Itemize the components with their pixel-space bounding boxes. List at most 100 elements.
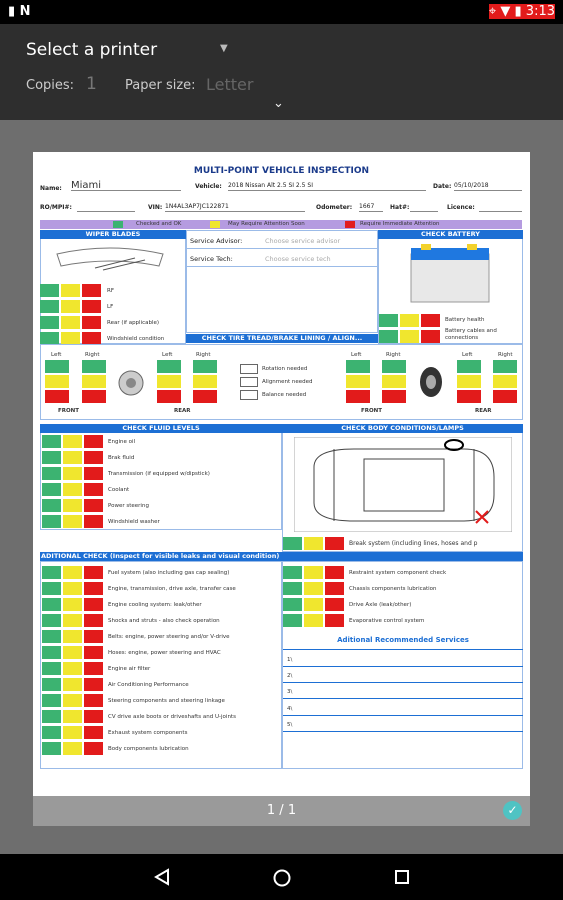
hat-label: Hat#:: [390, 204, 410, 211]
check-row-label: Chassis components lubrication: [349, 586, 437, 592]
right-label: Right: [196, 352, 211, 358]
recents-icon[interactable]: [394, 869, 410, 885]
wiper-row-label: Windshield condition: [107, 336, 165, 342]
navigation-bar: [0, 854, 563, 900]
rotation-label: Rotation needed: [262, 366, 308, 372]
fluid-row-label: Windshield washer: [108, 519, 160, 525]
additional-right-section: [282, 561, 523, 769]
fluid-row-label: Engine oil: [108, 439, 136, 445]
hat-value: [410, 204, 438, 212]
legend-attention: May Require Attention Soon: [228, 221, 305, 227]
check-row-label: Drive Axle (leak/other): [349, 602, 412, 608]
status-right: ⌖ ▼ ▮ 3:13: [488, 4, 555, 19]
date-label: Date:: [433, 183, 452, 190]
wiper-row-label: Rear (if applicable): [107, 320, 160, 326]
brake-icon: [118, 370, 144, 396]
tire-gauge[interactable]: [193, 360, 217, 404]
fluid-row-label: Brak fluid: [108, 455, 135, 461]
expand-chevron-icon[interactable]: ⌄: [273, 96, 284, 111]
licence-value: [479, 204, 522, 212]
fluid-row-label: Coolant: [108, 487, 130, 493]
rear-label: REAR: [475, 408, 492, 414]
legend-ok: Checked and OK: [136, 221, 182, 227]
check-row-label: Engine, transmission, drive axle, transf…: [108, 586, 236, 592]
check-row-label: CV drive axle boots or driveshafts and U…: [108, 714, 236, 720]
legend-bar: Checked and OK May Require Attention Soo…: [40, 220, 522, 229]
print-preview: MULTI-POINT VEHICLE INSPECTION Name: Mia…: [0, 120, 563, 854]
check-row-label: Hoses: engine, power steering and HVAC: [108, 650, 221, 656]
copies-label: Copies:: [26, 78, 75, 93]
preview-page[interactable]: MULTI-POINT VEHICLE INSPECTION Name: Mia…: [33, 152, 530, 798]
check-row-label: Exhaust system components: [108, 730, 188, 736]
additional-left-section: [40, 561, 282, 769]
vehicle-label: Vehicle:: [195, 183, 222, 190]
page-selected-check-icon[interactable]: ✓: [503, 801, 522, 820]
balance-checkbox[interactable]: [240, 390, 258, 400]
additional-header: ADITIONAL CHECK (Inspect for visible lea…: [40, 552, 523, 561]
alignment-checkbox[interactable]: [240, 377, 258, 387]
printer-select[interactable]: Select a printer: [26, 40, 158, 60]
copies-input[interactable]: 1: [86, 74, 97, 94]
notification-icons: ▮ N: [8, 4, 31, 19]
back-icon[interactable]: [153, 868, 171, 886]
name-value: Miami: [71, 180, 181, 191]
odometer-label: Odometer:: [316, 204, 353, 211]
tire-gauge[interactable]: [157, 360, 181, 404]
battery-row-label: Battery health: [445, 317, 485, 323]
advisor-select[interactable]: Choose service advisor: [265, 237, 341, 245]
tire-gauge[interactable]: [45, 360, 69, 404]
right-label: Right: [386, 352, 401, 358]
check-row-label: Steering components and steering linkage: [108, 698, 225, 704]
wiper-header: WIPER BLADES: [40, 230, 186, 239]
rotation-checkbox[interactable]: [240, 364, 258, 374]
tire-gauge[interactable]: [346, 360, 370, 404]
tire-header: CHECK TIRE TREAD/BRAKE LINING / ALIGN...: [186, 334, 378, 343]
check-row-label: Restraint system component check: [349, 570, 447, 576]
vehicle-value: 2018 Nissan Alt 2.5 SI 2.5 SI: [228, 182, 426, 191]
tech-select[interactable]: Choose service tech: [265, 255, 331, 263]
left-label: Left: [351, 352, 362, 358]
tire-gauge[interactable]: [493, 360, 517, 404]
check-row-label: Air Conditioning Performance: [108, 682, 189, 688]
fluids-header: CHECK FLUID LEVELS: [40, 424, 282, 433]
check-row-label: Belts: engine, power steering and/or V-d…: [108, 634, 230, 640]
name-label: Name:: [40, 185, 62, 192]
ro-value: [77, 204, 135, 212]
battery-icon: [410, 244, 490, 303]
service-staff-section: [186, 230, 378, 333]
licence-label: Licence:: [447, 204, 475, 211]
tire-gauge[interactable]: [457, 360, 481, 404]
check-row-label: Fuel system (also including gas cap seal…: [108, 570, 230, 576]
dropdown-caret-icon[interactable]: ▼: [220, 43, 228, 54]
fluid-row-label: Power steering: [108, 503, 149, 509]
ro-label: RO/MPI#:: [40, 204, 72, 211]
tire-gauge[interactable]: [82, 360, 106, 404]
service-line[interactable]: 3\: [287, 689, 293, 695]
balance-label: Balance needed: [262, 392, 307, 398]
wiper-row-label: LF: [107, 304, 114, 310]
location-icon: ⌖: [488, 4, 497, 19]
left-label: Left: [462, 352, 473, 358]
right-label: Right: [498, 352, 513, 358]
print-options-bar: Select a printer ▼ Copies: 1 Paper size:…: [0, 24, 563, 120]
odometer-value: 1667: [359, 203, 383, 212]
service-line[interactable]: 4\: [287, 706, 293, 712]
tire-gauge[interactable]: [382, 360, 406, 404]
service-line[interactable]: 2\: [287, 673, 293, 679]
check-row-label: Body components lubrication: [108, 746, 189, 752]
legend-immediate: Require Immediate Attention: [360, 221, 440, 227]
battery-icon: ▮: [514, 4, 522, 19]
wifi-icon: ▼: [500, 4, 511, 19]
paper-size-select[interactable]: Letter: [206, 75, 254, 94]
brake-row-label: Break system (including lines, hoses and…: [349, 540, 478, 547]
page-counter: 1 / 1: [266, 803, 297, 818]
service-line[interactable]: 1\: [287, 657, 293, 663]
car-diagram-icon[interactable]: [294, 437, 512, 532]
wiper-blade-icon: [56, 247, 164, 271]
date-value: 05/10/2018: [454, 182, 522, 191]
service-line[interactable]: 5\: [287, 722, 293, 728]
front-label: FRONT: [361, 408, 383, 414]
home-icon[interactable]: [272, 868, 292, 888]
check-row-label: Evaporative control system: [349, 618, 425, 624]
vin-label: VIN:: [148, 204, 163, 211]
